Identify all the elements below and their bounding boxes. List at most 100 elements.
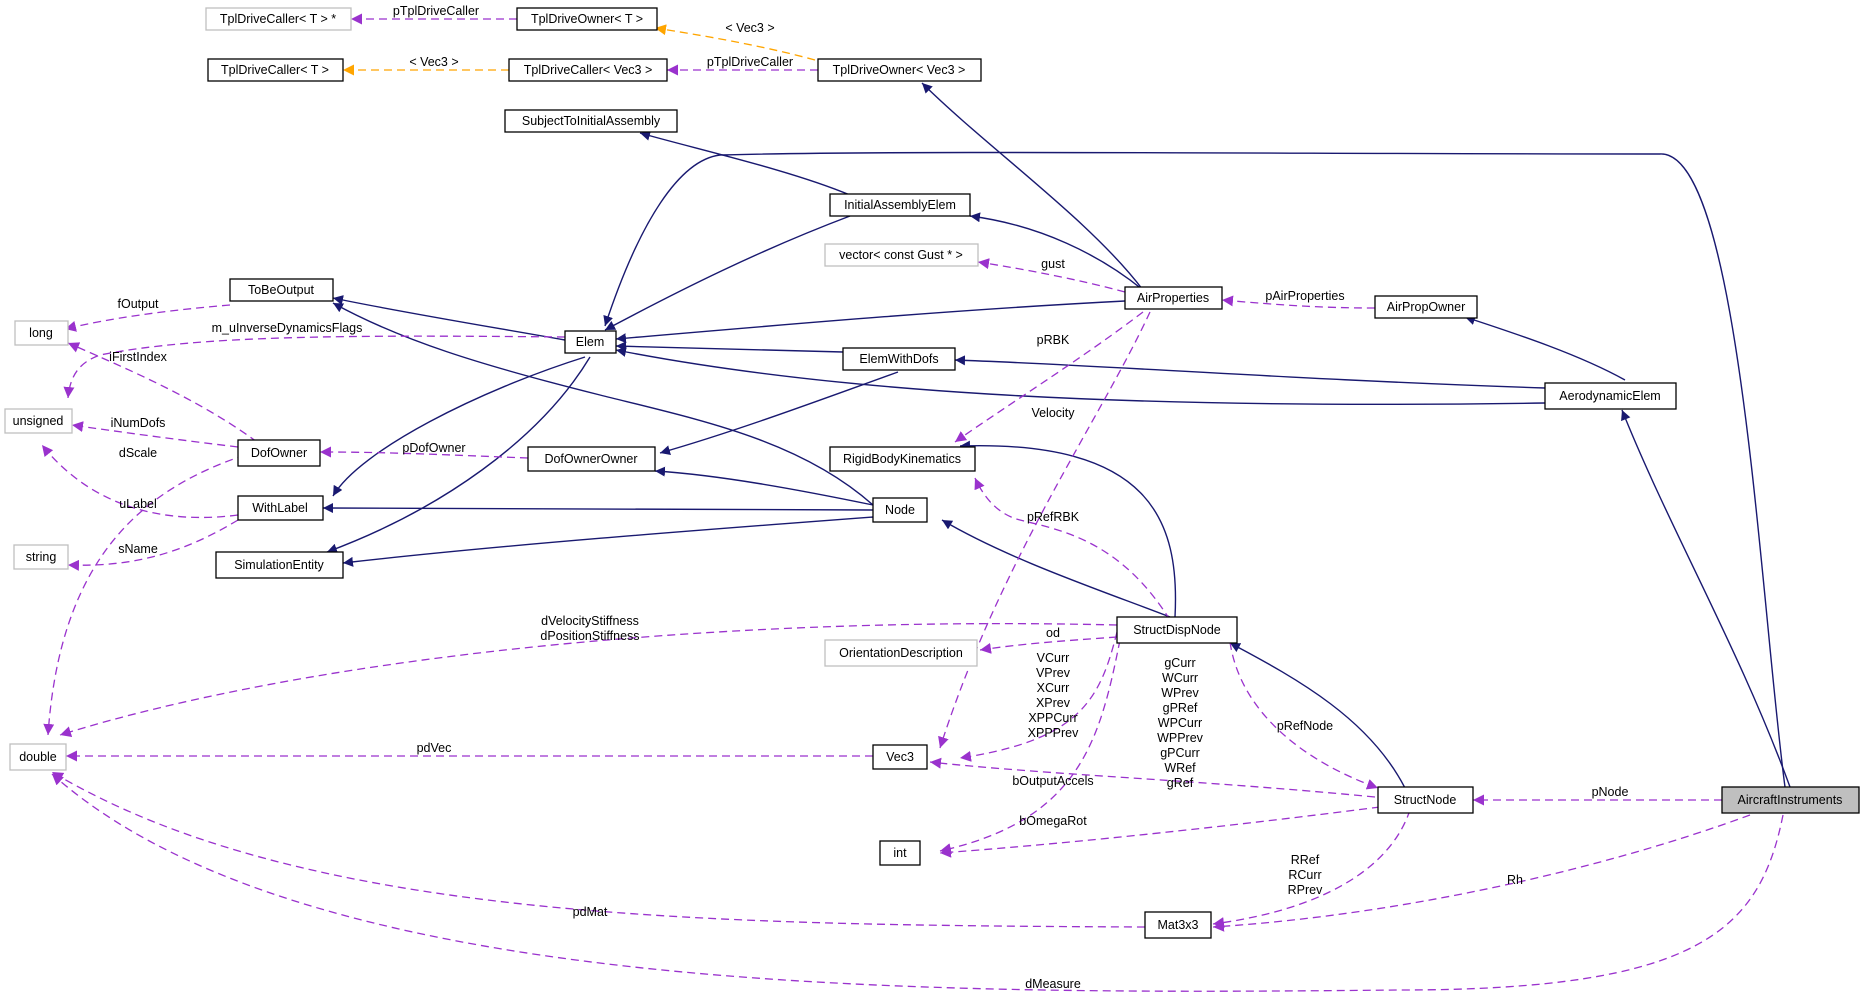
node-node[interactable]: Node bbox=[872, 497, 928, 523]
svg-text:Elem: Elem bbox=[576, 335, 604, 349]
label-gpcurr: gPCurr bbox=[1160, 746, 1200, 760]
node-aerodynamic-elem[interactable]: AerodynamicElem bbox=[1544, 382, 1677, 410]
edge-dofownerowner-elemwithdofs bbox=[659, 371, 899, 456]
svg-text:DofOwnerOwner: DofOwnerOwner bbox=[544, 452, 637, 466]
edge-structnode-structdisp bbox=[1229, 641, 1379, 790]
node-tdc-vec3[interactable]: TplDriveCaller< Vec3 > bbox=[508, 58, 668, 82]
edge-rbk-structdisp-use bbox=[974, 477, 1171, 621]
node-subject-to-initial-assembly[interactable]: SubjectToInitialAssembly bbox=[504, 109, 678, 133]
label-fOutput: fOutput bbox=[118, 297, 160, 311]
edge-string-withlabel bbox=[67, 519, 239, 571]
label-xcurr: XCurr bbox=[1037, 681, 1070, 695]
edge-airpropowner-aeroelem bbox=[1464, 315, 1626, 381]
edge-double-dofowner bbox=[43, 454, 246, 736]
label-sName: sName bbox=[118, 542, 158, 556]
label-gust: gust bbox=[1041, 257, 1065, 271]
svg-text:int: int bbox=[893, 846, 907, 860]
svg-text:Node: Node bbox=[885, 503, 915, 517]
node-air-prop-owner[interactable]: AirPropOwner bbox=[1374, 295, 1478, 319]
label-dMeasure: dMeasure bbox=[1025, 977, 1081, 991]
node-orientation-description[interactable]: OrientationDescription bbox=[824, 639, 978, 667]
label-gcurr: gCurr bbox=[1164, 656, 1195, 670]
label-pNode: pNode bbox=[1592, 785, 1629, 799]
svg-text:ElemWithDofs: ElemWithDofs bbox=[859, 352, 938, 366]
edge-int-structnode bbox=[939, 806, 1381, 858]
node-double[interactable]: double bbox=[9, 743, 67, 771]
node-to-be-output[interactable]: ToBeOutput bbox=[229, 278, 334, 302]
edge-tobeoutput-elem bbox=[332, 295, 566, 341]
edge-vec3-airprops bbox=[938, 311, 1151, 749]
svg-text:SimulationEntity: SimulationEntity bbox=[234, 558, 324, 572]
edge-tdoVec3-airprops bbox=[921, 82, 1144, 291]
edge-unsigned-withlabel bbox=[41, 444, 239, 519]
node-dof-owner-owner[interactable]: DofOwnerOwner bbox=[527, 446, 656, 472]
svg-text:long: long bbox=[29, 326, 53, 340]
edge-dofownerowner-node bbox=[654, 466, 874, 506]
label-pRefNode: pRefNode bbox=[1277, 719, 1333, 733]
label-od: od bbox=[1046, 626, 1060, 640]
node-mat3x3[interactable]: Mat3x3 bbox=[1144, 911, 1212, 939]
edge-subinit-initelem bbox=[639, 130, 851, 196]
label-pAirProperties: pAirProperties bbox=[1265, 289, 1344, 303]
edge-vec3-structnode bbox=[929, 757, 1376, 798]
node-with-label[interactable]: WithLabel bbox=[237, 495, 324, 521]
label-pdMat: pdMat bbox=[573, 905, 608, 919]
edge-labels: pTplDriveCaller < Vec3 > < Vec3 > pTplDr… bbox=[109, 4, 1628, 991]
node-air-properties[interactable]: AirProperties bbox=[1124, 286, 1223, 310]
node-struct-node[interactable]: StructNode bbox=[1377, 786, 1474, 814]
svg-text:InitialAssemblyElem: InitialAssemblyElem bbox=[844, 198, 956, 212]
node-vector-gust[interactable]: vector< const Gust * > bbox=[824, 243, 979, 267]
node-long[interactable]: long bbox=[14, 320, 69, 346]
node-simulation-entity[interactable]: SimulationEntity bbox=[215, 551, 344, 579]
node-vec3[interactable]: Vec3 bbox=[872, 744, 928, 770]
label-pTplDriveCaller-mid: pTplDriveCaller bbox=[707, 55, 793, 69]
label-rh: Rh bbox=[1507, 873, 1523, 887]
svg-text:TplDriveOwner< Vec3 >: TplDriveOwner< Vec3 > bbox=[833, 63, 966, 77]
edge-long-dofowner bbox=[67, 342, 258, 443]
node-elem-with-dofs[interactable]: ElemWithDofs bbox=[842, 347, 956, 371]
label-vec3-tmpl-top: < Vec3 > bbox=[725, 21, 774, 35]
edge-simentity-node bbox=[342, 516, 874, 567]
node-struct-disp-node[interactable]: StructDispNode bbox=[1116, 616, 1238, 644]
node-aircraft-instruments[interactable]: AircraftInstruments bbox=[1721, 786, 1860, 814]
edge-unsigned-dofowner bbox=[71, 421, 239, 448]
edges bbox=[41, 13, 1791, 992]
svg-text:TplDriveOwner< T >: TplDriveOwner< T > bbox=[531, 12, 643, 26]
node-dof-owner[interactable]: DofOwner bbox=[237, 439, 321, 467]
node-tdo-vec3[interactable]: TplDriveOwner< Vec3 > bbox=[817, 58, 982, 82]
edge-withlabel-elem bbox=[332, 356, 586, 497]
svg-text:SubjectToInitialAssembly: SubjectToInitialAssembly bbox=[522, 114, 661, 128]
node-int[interactable]: int bbox=[879, 840, 921, 866]
edge-rbk-airprops bbox=[954, 311, 1144, 443]
svg-text:string: string bbox=[26, 550, 57, 564]
nodes: TplDriveCaller< T > * TplDriveOwner< T >… bbox=[4, 7, 1860, 939]
label-iNumDofs: iNumDofs bbox=[111, 416, 166, 430]
node-unsigned[interactable]: unsigned bbox=[4, 408, 73, 434]
node-initial-assembly-elem[interactable]: InitialAssemblyElem bbox=[829, 193, 971, 217]
label-dScale: dScale bbox=[119, 446, 157, 460]
node-rigid-body-kinematics[interactable]: RigidBodyKinematics bbox=[829, 446, 976, 472]
edge-vecgust-airprops bbox=[977, 258, 1126, 293]
node-tdc-ptr[interactable]: TplDriveCaller< T > * bbox=[205, 7, 352, 31]
edge-rbk-structdisp bbox=[959, 440, 1177, 618]
edge-aeroelem-aircraft bbox=[1621, 409, 1791, 788]
edge-double-mat3x3 bbox=[51, 771, 1146, 928]
label-dVelocityStiffness: dVelocityStiffness bbox=[541, 614, 639, 628]
label-xppprev: XPPPrev bbox=[1028, 726, 1079, 740]
svg-text:DofOwner: DofOwner bbox=[251, 446, 307, 460]
node-string[interactable]: string bbox=[13, 544, 69, 570]
edge-initelem-airprops bbox=[969, 212, 1144, 291]
node-tdo-t[interactable]: TplDriveOwner< T > bbox=[516, 7, 658, 31]
edge-withlabel-node bbox=[322, 503, 874, 514]
node-tdc-t[interactable]: TplDriveCaller< T > bbox=[207, 58, 344, 82]
svg-text:RigidBodyKinematics: RigidBodyKinematics bbox=[843, 452, 961, 466]
svg-text:AirPropOwner: AirPropOwner bbox=[1387, 300, 1466, 314]
svg-text:StructNode: StructNode bbox=[1394, 793, 1457, 807]
edge-mat3x3-structnode bbox=[1212, 809, 1411, 929]
svg-text:vector< const Gust * >: vector< const Gust * > bbox=[839, 248, 963, 262]
svg-text:OrientationDescription: OrientationDescription bbox=[839, 646, 963, 660]
edge-node-structdisp bbox=[941, 519, 1171, 618]
label-iFirstIndex: iFirstIndex bbox=[109, 350, 167, 364]
node-elem[interactable]: Elem bbox=[564, 330, 617, 354]
